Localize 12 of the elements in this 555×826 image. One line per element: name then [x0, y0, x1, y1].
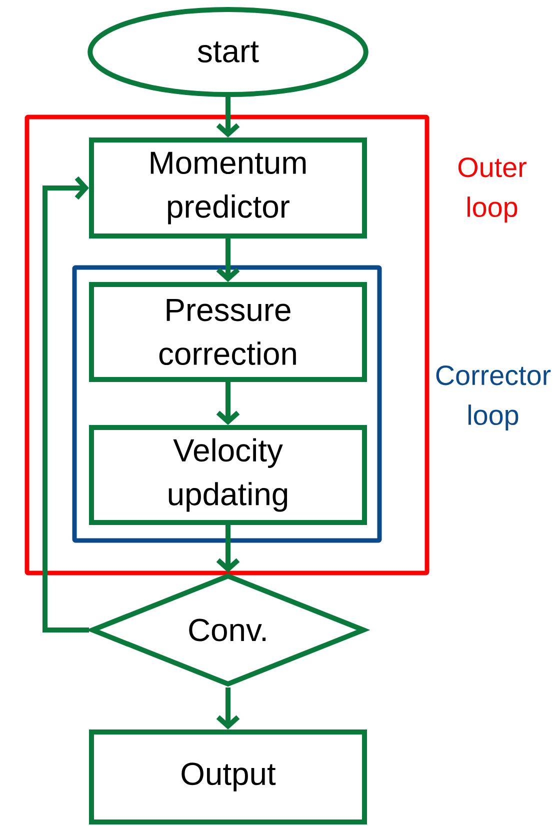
arrow: [216, 238, 240, 282]
process-box: Momentum predictor: [89, 138, 367, 238]
loop-label: Corrector loop: [436, 365, 551, 431]
arrow: [216, 688, 240, 730]
arrow: [216, 525, 240, 572]
process-box: Velocity updating: [89, 425, 367, 525]
arrow: [216, 382, 240, 425]
process-box: Pressure correction: [89, 282, 367, 382]
arrow: [42, 176, 89, 632]
process-box: Output: [89, 730, 367, 824]
loop-label: Outer loop: [458, 157, 526, 223]
arrow: [216, 97, 240, 138]
